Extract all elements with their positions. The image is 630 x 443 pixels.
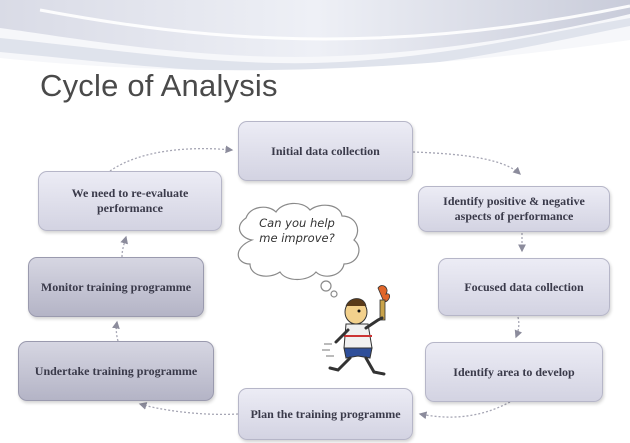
cycle-step-focused-data-collection: Focused data collection bbox=[438, 258, 610, 316]
cycle-step-identify-aspects: Identify positive & negative aspects of … bbox=[418, 186, 610, 232]
cycle-step-monitor-training: Monitor training programme bbox=[28, 257, 204, 317]
slide-title: Cycle of Analysis bbox=[40, 68, 278, 103]
arrow-1-to-2 bbox=[412, 151, 521, 175]
arrow-5-to-6 bbox=[138, 402, 239, 416]
arrow-7-to-8 bbox=[120, 235, 128, 258]
arrow-3-to-4 bbox=[514, 316, 523, 339]
arrow-4-to-5 bbox=[418, 401, 511, 420]
cycle-step-re-evaluate: We need to re-evaluate performance bbox=[38, 171, 222, 231]
thought-bubble-icon bbox=[237, 202, 360, 298]
cycle-step-identify-area: Identify area to develop bbox=[425, 342, 603, 402]
clipart-runner-icon bbox=[322, 285, 390, 376]
header-swoosh-decoration bbox=[0, 0, 630, 80]
cycle-step-plan-training: Plan the training programme bbox=[238, 388, 413, 440]
arrow-6-to-7 bbox=[112, 320, 120, 342]
arrow-8-to-1 bbox=[109, 145, 234, 172]
cycle-step-initial-data-collection: Initial data collection bbox=[238, 121, 413, 181]
thought-bubble-text: Can you help me improve? bbox=[259, 216, 335, 245]
cycle-step-undertake-training: Undertake training programme bbox=[18, 341, 214, 401]
